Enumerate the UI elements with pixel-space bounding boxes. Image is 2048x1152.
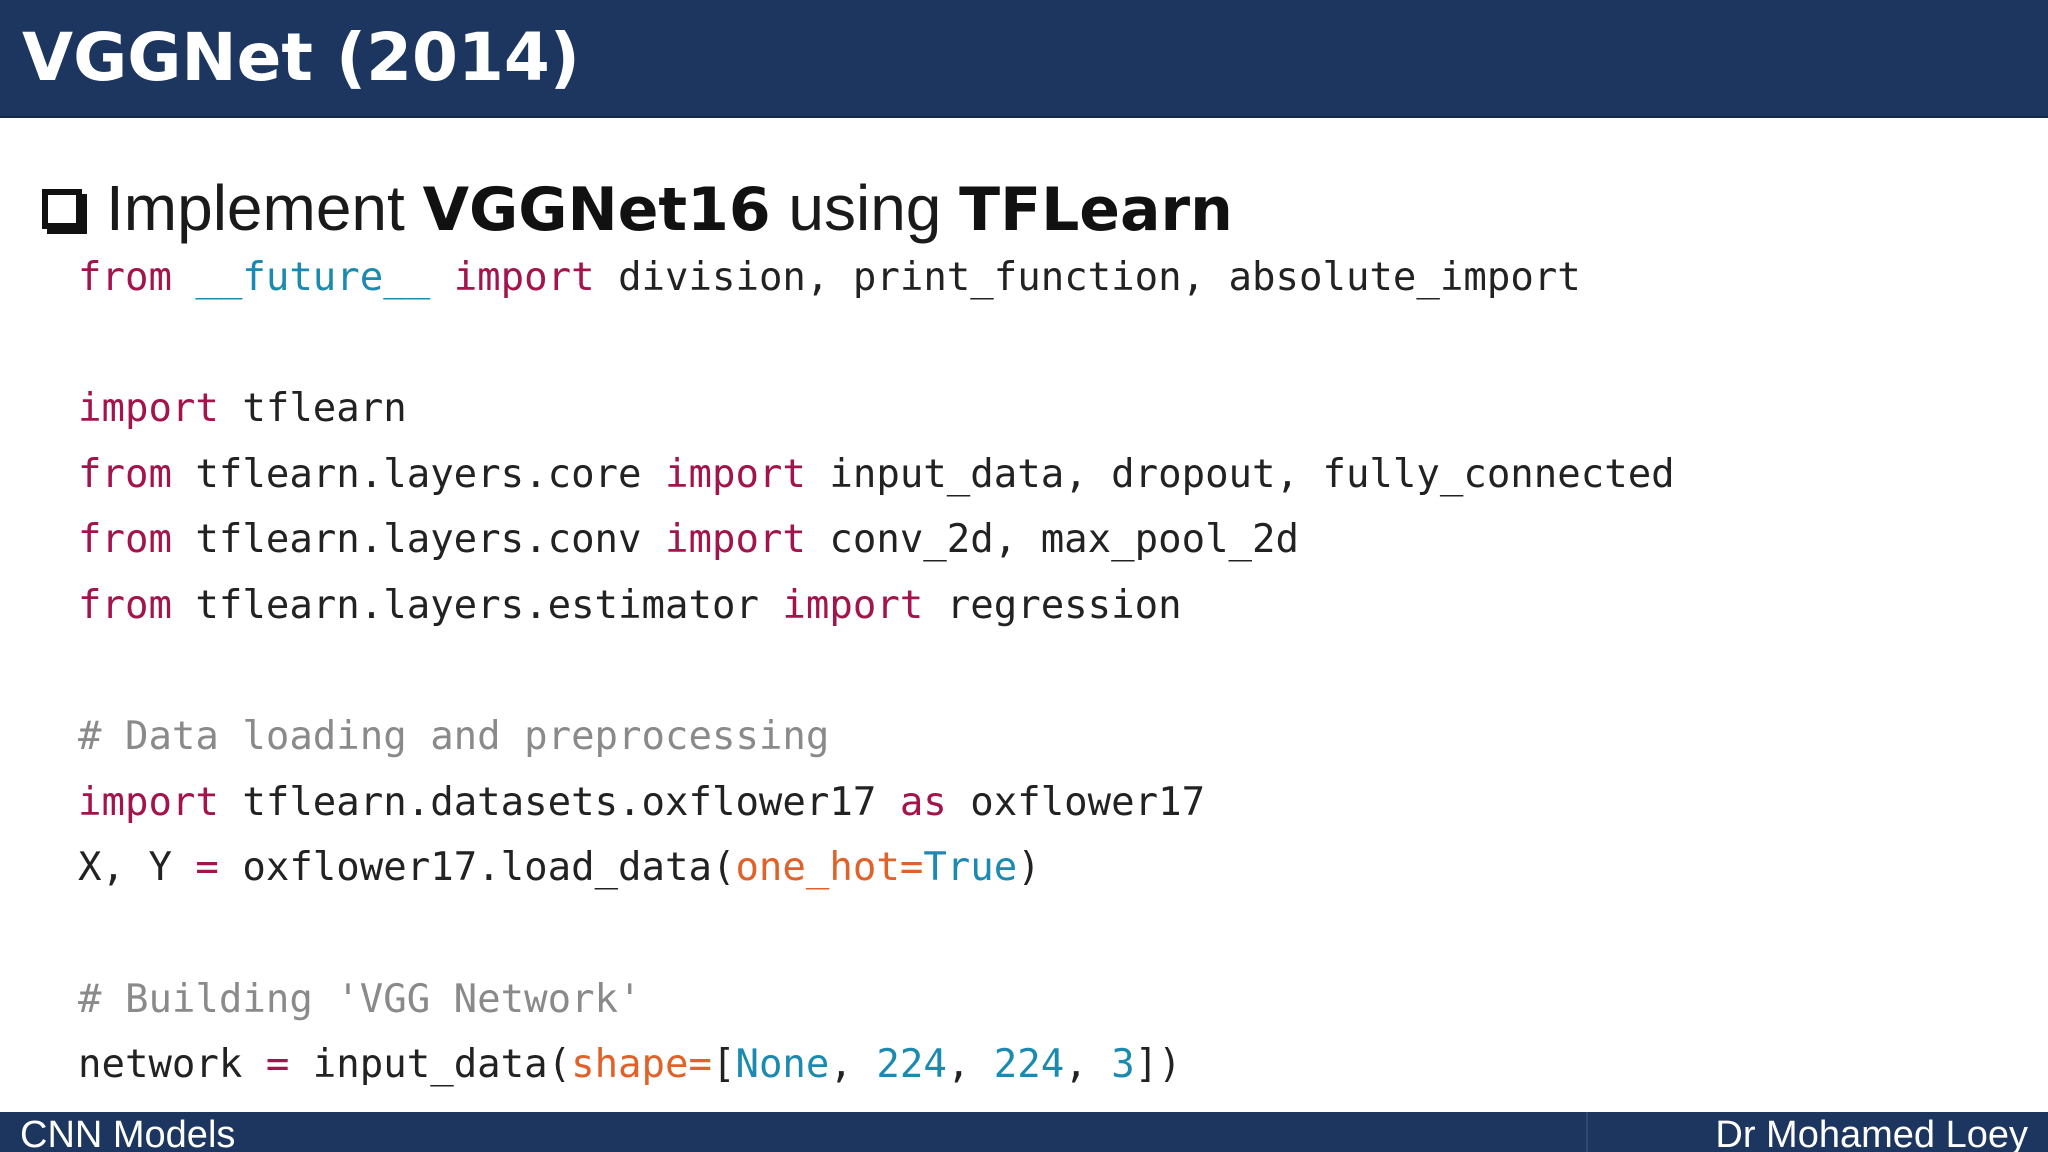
code-token: division, print_function, absolute_impor… (594, 255, 1581, 300)
code-token: tflearn.layers.conv (171, 517, 666, 563)
code-line: # Building 'VGG Network' (78, 967, 1675, 1033)
code-token: tflearn.layers.estimator (171, 582, 783, 628)
code-line (78, 639, 1675, 705)
code-token: oxflower17 (946, 779, 1206, 825)
code-line: from tflearn.layers.core import input_da… (78, 442, 1675, 508)
code-line: network = input_data(shape=[None, 224, 2… (78, 1032, 1675, 1098)
footer-author: Dr Mohamed Loey (1715, 1114, 2028, 1152)
code-token: from (78, 582, 172, 628)
heading-part-3: using (770, 172, 960, 244)
code-token: import (78, 386, 219, 432)
code-token: import (665, 451, 806, 497)
code-token (172, 255, 195, 300)
code-token: from (78, 255, 172, 300)
code-token: one_hot (735, 845, 900, 891)
code-token: # Building 'VGG Network' (78, 976, 642, 1022)
heading-library-name: TFLearn (959, 175, 1233, 245)
code-token: __future__ (195, 255, 431, 300)
code-token: as (899, 779, 947, 825)
code-token: = (688, 1042, 712, 1088)
footer-course-title: CNN Models (20, 1114, 236, 1152)
code-token: conv_2d, max_pool_2d (805, 517, 1299, 563)
code-line: from __future__ import division, print_f… (78, 245, 1675, 311)
code-token: # Data loading and preprocessing (78, 714, 830, 760)
code-line: import tflearn (78, 376, 1675, 442)
code-token: , (829, 1042, 877, 1088)
code-token: input_data( (289, 1042, 572, 1088)
bullet-heading: Implement VGGNet16 using TFLearn (42, 168, 1233, 248)
code-line: from tflearn.layers.conv import conv_2d,… (78, 507, 1675, 573)
heading-part-1: Implement (106, 172, 423, 244)
code-token: [ (711, 1042, 736, 1088)
code-token: True (923, 845, 1018, 891)
code-token: X, Y (78, 845, 196, 891)
footer-divider (1586, 1112, 1588, 1152)
code-token: = (899, 845, 924, 891)
code-token: 224 (876, 1042, 947, 1088)
code-token: ) (1017, 845, 1041, 891)
slide-title: VGGNet (2014) (22, 19, 580, 96)
code-token: import (665, 517, 806, 563)
code-token: None (735, 1042, 830, 1088)
code-token: from (78, 517, 172, 563)
code-line (78, 901, 1675, 967)
code-token: tflearn.datasets.oxflower17 (218, 779, 900, 825)
code-token: tflearn (218, 386, 407, 432)
code-token: import (78, 779, 219, 825)
code-token: shape (571, 1042, 689, 1088)
code-token: 3 (1111, 1042, 1135, 1088)
code-token: , (946, 1042, 994, 1088)
code-token: = (195, 845, 219, 891)
code-token: , (1064, 1042, 1112, 1088)
code-token: from (78, 451, 172, 497)
code-token: input_data, dropout, fully_connected (805, 451, 1675, 497)
code-line: X, Y = oxflower17.load_data(one_hot=True… (78, 835, 1675, 901)
code-token: regression (923, 582, 1182, 628)
code-token (430, 255, 453, 300)
code-token: ]) (1134, 1042, 1182, 1088)
code-line: # Data loading and preprocessing (78, 704, 1675, 770)
code-token: network (78, 1042, 266, 1088)
code-token: import (453, 255, 595, 300)
title-bar: VGGNet (2014) (0, 0, 2048, 118)
checkbox-bullet-icon (42, 189, 82, 229)
code-line: from tflearn.layers.estimator import reg… (78, 573, 1675, 639)
heading-model-name: VGGNet16 (422, 175, 771, 245)
heading-text: Implement VGGNet16 using TFLearn (106, 171, 1233, 245)
code-token: = (265, 1042, 290, 1088)
code-token: oxflower17.load_data( (218, 845, 736, 891)
code-token: import (782, 582, 924, 628)
code-line: import tflearn.datasets.oxflower17 as ox… (78, 770, 1675, 836)
code-token: tflearn.layers.core (171, 451, 666, 497)
footer-bar: CNN Models Dr Mohamed Loey (0, 1112, 2048, 1152)
code-line (78, 311, 1675, 377)
code-block: from __future__ import division, print_f… (78, 245, 1675, 1098)
code-token: 224 (993, 1042, 1065, 1088)
